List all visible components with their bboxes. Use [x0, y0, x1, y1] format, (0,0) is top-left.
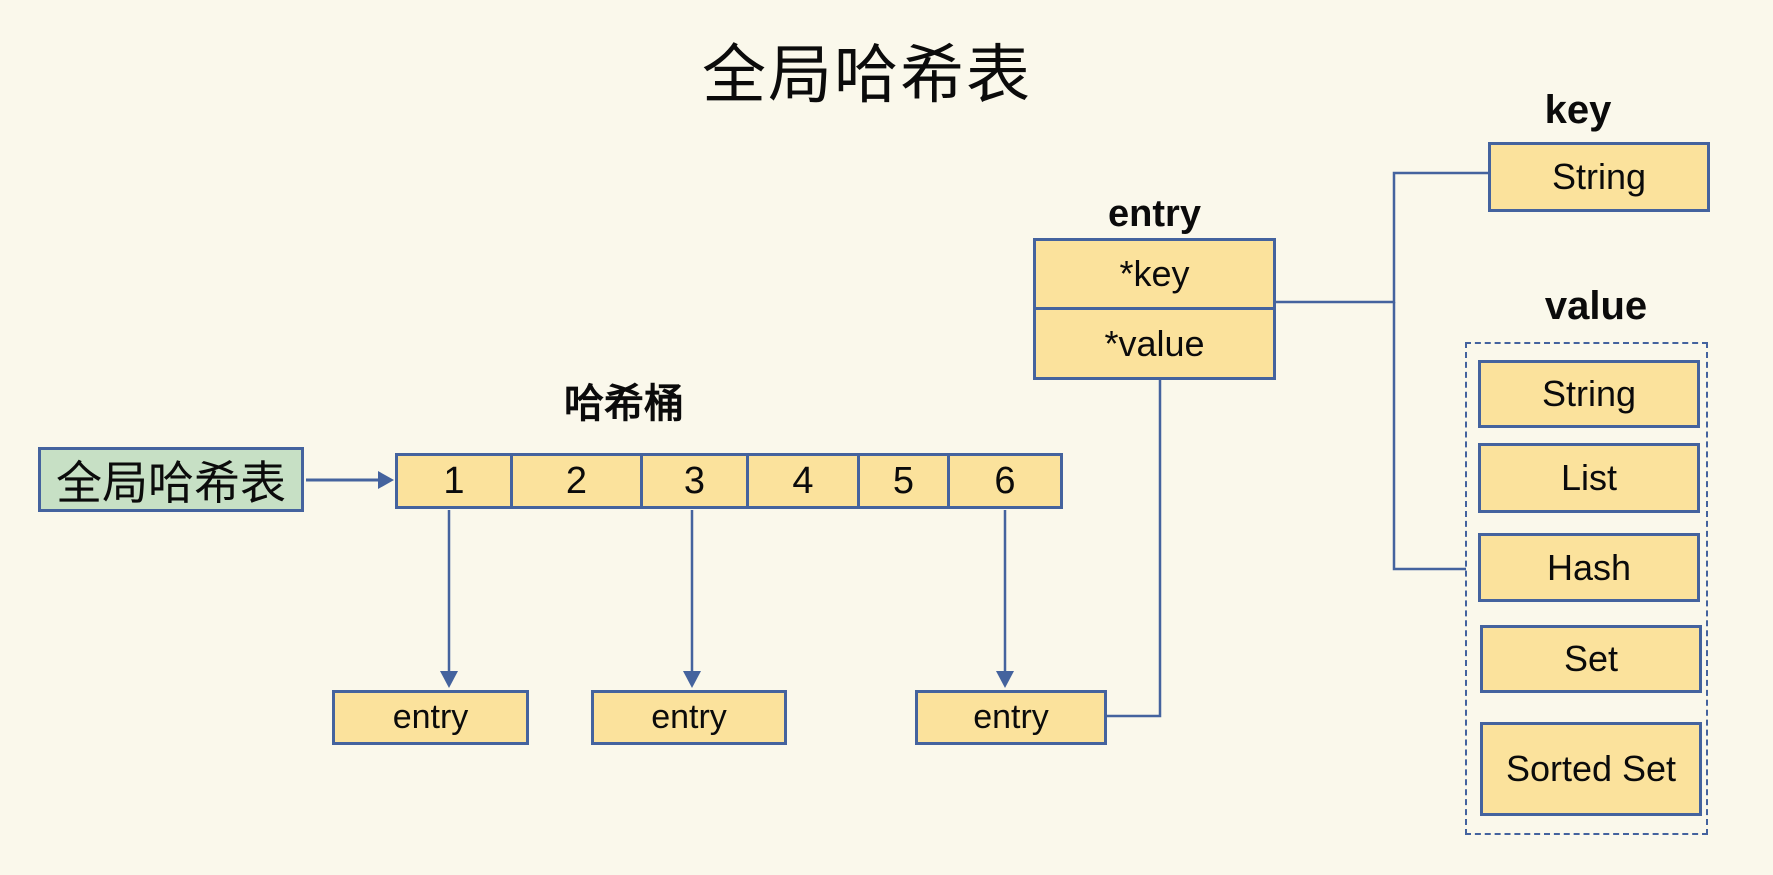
connector-entry-to-key — [1276, 171, 1488, 304]
value-type-list: List — [1478, 443, 1700, 513]
bucket-cell-2: 2 — [513, 456, 643, 506]
value-type-sorted-set: Sorted Set — [1480, 722, 1702, 816]
hash-bucket-array: 1 2 3 4 5 6 — [395, 453, 1063, 509]
entry-field-value: *value — [1036, 307, 1273, 377]
value-type-set: Set — [1480, 625, 1702, 693]
value-type-hash: Hash — [1478, 533, 1700, 602]
entry-box-2: entry — [591, 690, 787, 745]
diagram-title: 全局哈希表 — [702, 39, 1032, 111]
bucket-cell-4: 4 — [749, 456, 860, 506]
value-section-label: value — [1544, 284, 1648, 328]
entry-box-1: entry — [332, 690, 529, 745]
bucket-cell-3: 3 — [643, 456, 749, 506]
arrow-bucket1-to-entry — [440, 510, 458, 688]
global-hash-table-label: 全局哈希表 — [56, 456, 286, 509]
bucket-cell-5: 5 — [860, 456, 950, 506]
key-type-box: String — [1488, 142, 1710, 212]
key-section-label: key — [1544, 88, 1612, 132]
arrow-global-to-bucket — [306, 471, 394, 489]
hash-bucket-label: 哈希桶 — [564, 382, 684, 426]
arrow-bucket3-to-entry — [683, 510, 701, 688]
entry-box-3: entry — [915, 690, 1107, 745]
arrow-bucket6-to-entry — [996, 510, 1014, 688]
value-type-string: String — [1478, 360, 1700, 428]
value-types-group — [1465, 342, 1708, 835]
global-hash-table-box: 全局哈希表 — [38, 447, 304, 512]
bucket-cell-1: 1 — [398, 456, 513, 506]
connector-entry3-to-struct — [1107, 377, 1162, 718]
connector-entry-to-value — [1392, 302, 1466, 571]
entry-struct-label: entry — [1108, 193, 1201, 235]
bucket-cell-6: 6 — [994, 459, 1016, 502]
entry-struct-box: *key *value — [1033, 238, 1276, 380]
entry-field-key: *key — [1119, 253, 1190, 294]
